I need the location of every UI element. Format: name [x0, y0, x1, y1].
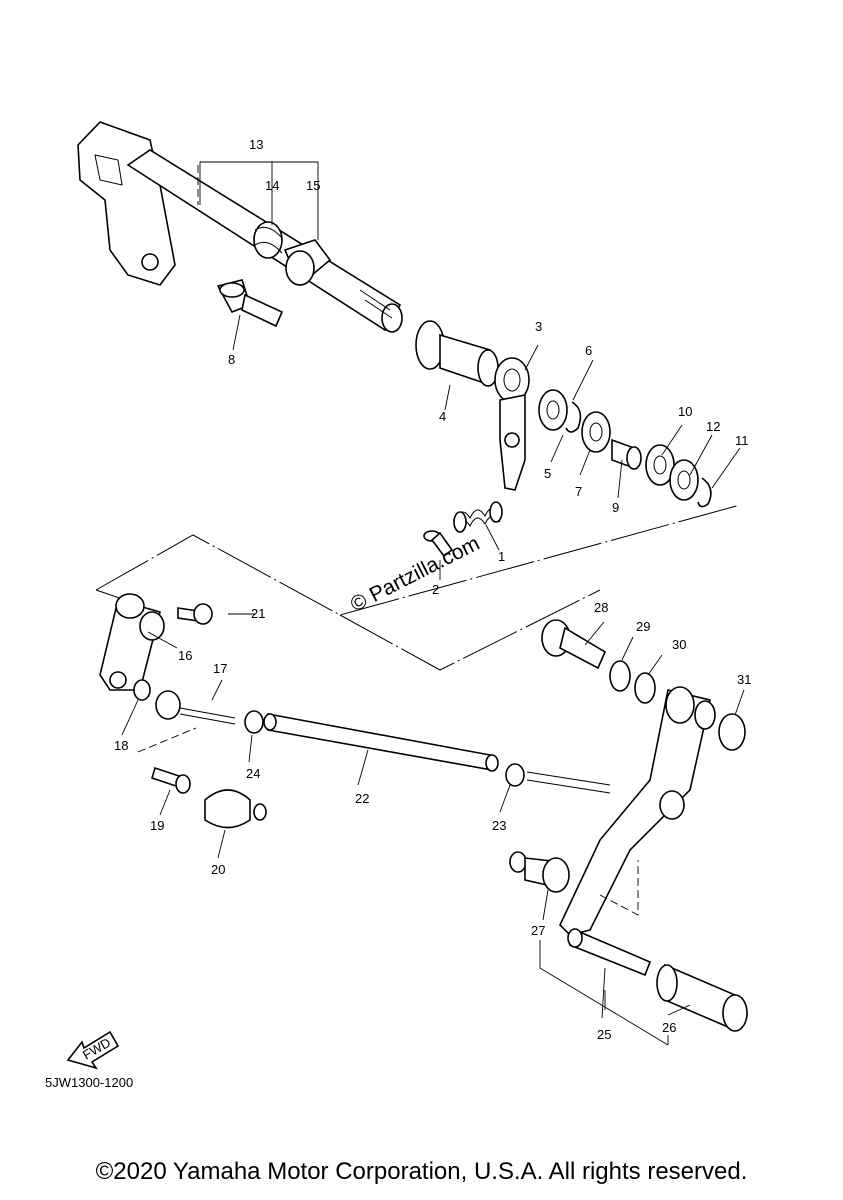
callout-31: 31: [737, 672, 751, 687]
callout-26: 26: [662, 1020, 676, 1035]
shift-rod-22: [263, 713, 499, 772]
callout-13: 13: [249, 137, 263, 152]
callout-3: 3: [535, 319, 542, 334]
assembly-outline: [95, 504, 741, 671]
callout-17: 17: [213, 661, 227, 676]
callout-21: 21: [251, 606, 265, 621]
callout-4: 4: [439, 409, 446, 424]
pedal-shaft-25: [567, 928, 652, 977]
callout-12: 12: [706, 419, 720, 434]
callout-22: 22: [355, 791, 369, 806]
copyright-footer: ©2020 Yamaha Motor Corporation, U.S.A. A…: [95, 1158, 748, 1185]
diagram-code: 5JW1300-1200: [45, 1075, 133, 1090]
reference-lines: [137, 165, 639, 916]
bracket-lines: [539, 940, 669, 1046]
callout-18: 18: [114, 738, 128, 753]
callout-27: 27: [531, 923, 545, 938]
callout-6: 6: [585, 343, 592, 358]
shift-pedal: [559, 686, 716, 936]
washer-29: [609, 660, 631, 692]
callout-7: 7: [575, 484, 582, 499]
nut-24: [244, 710, 264, 734]
bolt-28: [541, 619, 607, 670]
pedal-rubber-26: [656, 963, 748, 1032]
shift-arm-3: [494, 357, 530, 491]
callout-15: 15: [306, 178, 320, 193]
washer-31: [718, 713, 746, 751]
bolt-21: [177, 603, 213, 625]
bolt-19: [151, 766, 191, 794]
callout-16: 16: [178, 648, 192, 663]
washer-18: [133, 679, 151, 701]
callout-29: 29: [636, 619, 650, 634]
callout-24: 24: [246, 766, 260, 781]
callout-9: 9: [612, 500, 619, 515]
washer-30: [634, 672, 656, 704]
callout-8: 8: [228, 352, 235, 367]
watermark: © Partzilla.com: [347, 532, 484, 617]
pin-2: [423, 530, 454, 558]
shift-shaft: [77, 121, 403, 333]
washers-10-11-12: [645, 444, 712, 508]
bolt-8: [216, 279, 284, 328]
rod-end-17: [155, 690, 236, 725]
bushing-9: [611, 438, 642, 470]
callout-14: 14: [265, 178, 279, 193]
callout-2: 2: [432, 582, 439, 597]
callout-30: 30: [672, 637, 686, 652]
callout-11: 11: [735, 433, 749, 448]
rod-end-thread: [526, 771, 611, 794]
cover-20: [204, 789, 267, 829]
callout-25: 25: [597, 1027, 611, 1042]
callout-1: 1: [498, 549, 505, 564]
nut-23: [505, 763, 525, 787]
washers-5-6-7: [538, 389, 611, 453]
spring-1: [453, 501, 503, 533]
collar-4: [415, 320, 499, 387]
callout-10: 10: [678, 404, 692, 419]
callout-leaders: [121, 314, 745, 1019]
callout-19: 19: [150, 818, 164, 833]
bushing-27: [509, 851, 570, 893]
callout-20: 20: [211, 862, 225, 877]
callout-23: 23: [492, 818, 506, 833]
fwd-arrow-icon: FWD: [66, 1030, 120, 1070]
callout-13-bracket: [199, 161, 319, 240]
shift-lever-16: [99, 593, 165, 691]
callout-28: 28: [594, 600, 608, 615]
callout-5: 5: [544, 466, 551, 481]
